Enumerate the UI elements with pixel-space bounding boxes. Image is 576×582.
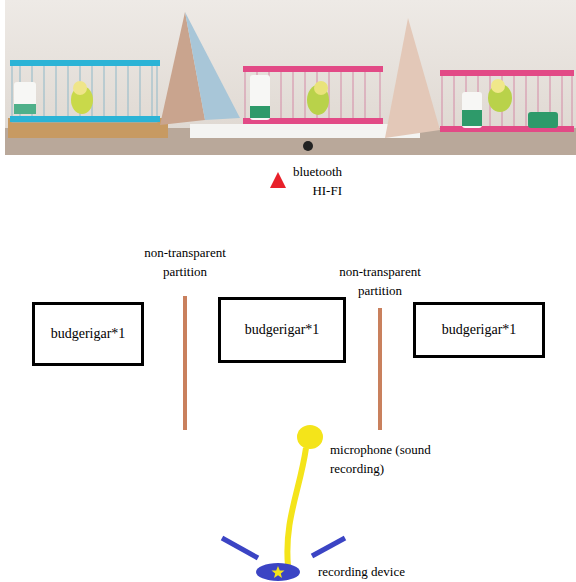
node-label: budgerigar*1	[442, 322, 517, 338]
photo	[5, 0, 576, 155]
annotation-label: non-transparent partition	[125, 243, 245, 281]
partition-line	[183, 296, 187, 430]
speaker-marker	[270, 172, 286, 188]
annotation-label: recording device	[318, 562, 405, 581]
microphone-cable	[287, 448, 306, 566]
bird-box: budgerigar*1	[413, 302, 545, 358]
node-label: budgerigar*1	[51, 326, 126, 342]
bird-box: budgerigar*1	[218, 297, 346, 363]
annotation-label: bluetooth HI-FI	[280, 162, 342, 200]
partition-line	[378, 308, 382, 430]
bird-box: budgerigar*1	[32, 302, 144, 366]
recording-device	[256, 563, 300, 581]
microphone-head	[297, 425, 323, 449]
annotation-label: non-transparent partition	[320, 262, 440, 300]
device-line	[222, 538, 258, 558]
annotation-label: microphone (sound recording)	[330, 440, 438, 478]
device-star	[272, 566, 285, 578]
device-line	[312, 538, 345, 556]
node-label: budgerigar*1	[245, 322, 320, 338]
